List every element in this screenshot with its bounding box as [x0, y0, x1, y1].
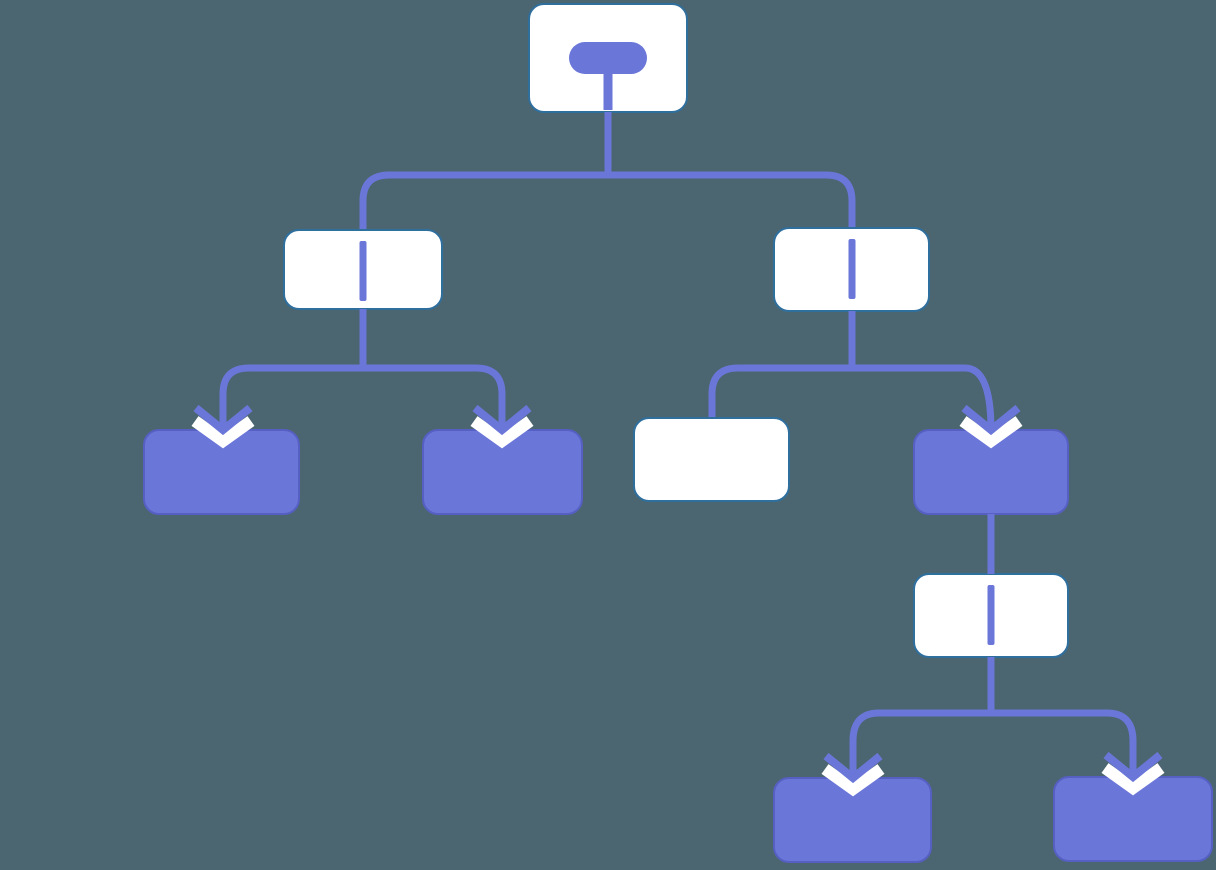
plain-node-right[interactable] [633, 417, 790, 502]
decision-node-left[interactable] [283, 229, 443, 310]
action-node-bottom-left[interactable] [773, 777, 932, 863]
vertical-bar-icon [987, 585, 995, 645]
decision-node-right[interactable] [773, 227, 930, 312]
chevron-down-purple-icon [193, 404, 253, 436]
vertical-bar-icon [359, 241, 367, 301]
action-node-left-1[interactable] [143, 429, 300, 515]
edge-rail-top [359, 171, 856, 229]
chevron-down-purple-icon [823, 752, 883, 784]
chevron-down-purple-icon [1103, 751, 1163, 783]
vertical-bar-icon [848, 239, 855, 299]
start-pill-icon [569, 42, 647, 74]
chevron-down-purple-icon [961, 404, 1021, 436]
action-node-left-2[interactable] [422, 429, 583, 515]
decision-node-bottom[interactable] [913, 573, 1069, 658]
start-pill-stem [603, 69, 613, 110]
action-node-right[interactable] [913, 429, 1069, 515]
edge-rail-bottom [849, 709, 1137, 778]
action-node-bottom-right[interactable] [1053, 776, 1213, 862]
edge-rail-left [219, 364, 506, 430]
chevron-down-purple-icon [472, 404, 532, 436]
start-node[interactable] [528, 3, 688, 113]
